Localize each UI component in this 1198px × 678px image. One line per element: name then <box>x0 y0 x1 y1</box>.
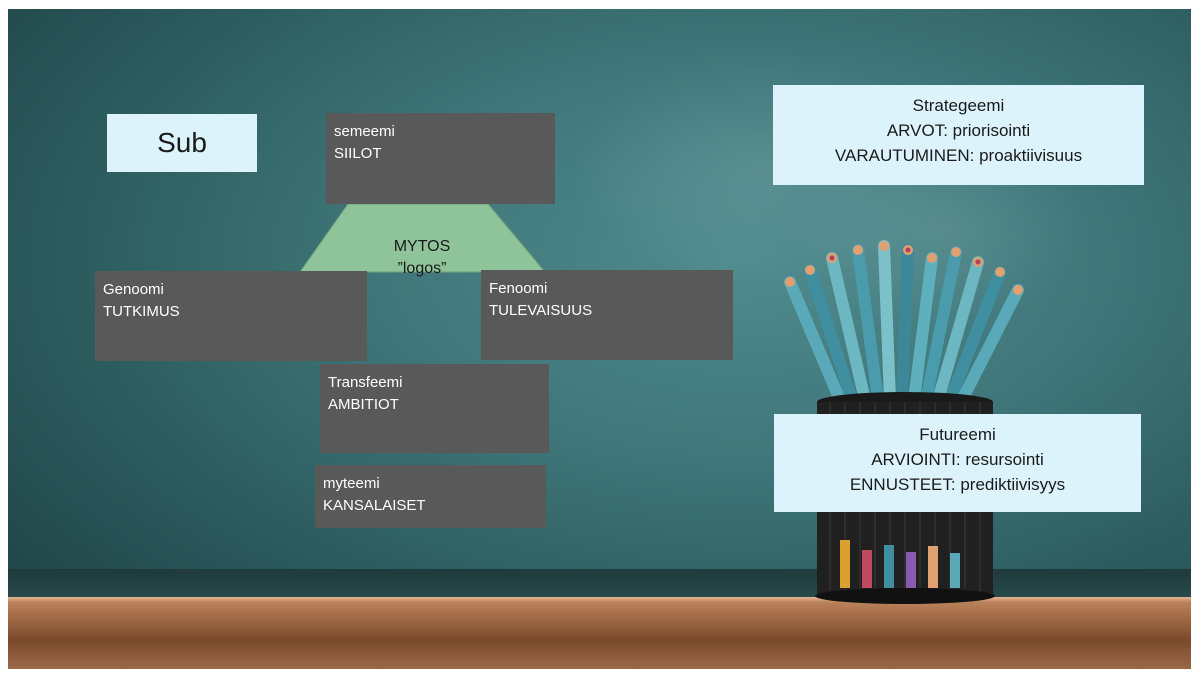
semeemi-title: semeemi <box>334 123 395 140</box>
futureemi-title: Futureemi <box>919 425 996 444</box>
fenoomi-box: Fenoomi TULEVAISUUS <box>481 270 733 360</box>
genoomi-title: Genoomi <box>103 281 164 298</box>
genoomi-value: TUTKIMUS <box>103 303 180 320</box>
transfeemi-value: AMBITIOT <box>328 396 399 413</box>
transfeemi-title: Transfeemi <box>328 374 403 391</box>
strategeemi-line1: ARVOT: priorisointi <box>886 121 1031 140</box>
strategeemi-box: Strategeemi ARVOT: priorisointi VARAUTUM… <box>773 85 1144 185</box>
futureemi-line1: ARVIOINTI: resursointi <box>871 450 1044 469</box>
myteemi-box: myteemi KANSALAISET <box>315 465 546 528</box>
sub-label-box: Sub <box>107 114 257 172</box>
futureemi-box: Futureemi ARVIOINTI: resursointi ENNUSTE… <box>774 414 1141 512</box>
wooden-desk <box>8 597 1191 669</box>
desk-edge <box>8 597 1191 603</box>
mytos-line2: ”logos” <box>397 260 447 277</box>
strategeemi-title: Strategeemi <box>912 96 1005 115</box>
mytos-line1: MYTOS <box>393 238 451 255</box>
semeemi-box: semeemi SIILOT <box>326 113 555 204</box>
mytos-label: MYTOS ”logos” <box>372 236 472 280</box>
transfeemi-box: Transfeemi AMBITIOT <box>320 364 549 453</box>
strategeemi-line2: VARAUTUMINEN: proaktiivisuus <box>834 146 1083 165</box>
genoomi-box: Genoomi TUTKIMUS <box>95 271 367 361</box>
fenoomi-title: Fenoomi <box>489 280 548 297</box>
myteemi-value: KANSALAISET <box>323 497 426 514</box>
sub-label: Sub <box>157 127 207 158</box>
fenoomi-value: TULEVAISUUS <box>489 302 593 319</box>
futureemi-line2: ENNUSTEET: prediktiivisyys <box>849 475 1066 494</box>
myteemi-title: myteemi <box>323 475 380 492</box>
semeemi-value: SIILOT <box>334 145 382 162</box>
